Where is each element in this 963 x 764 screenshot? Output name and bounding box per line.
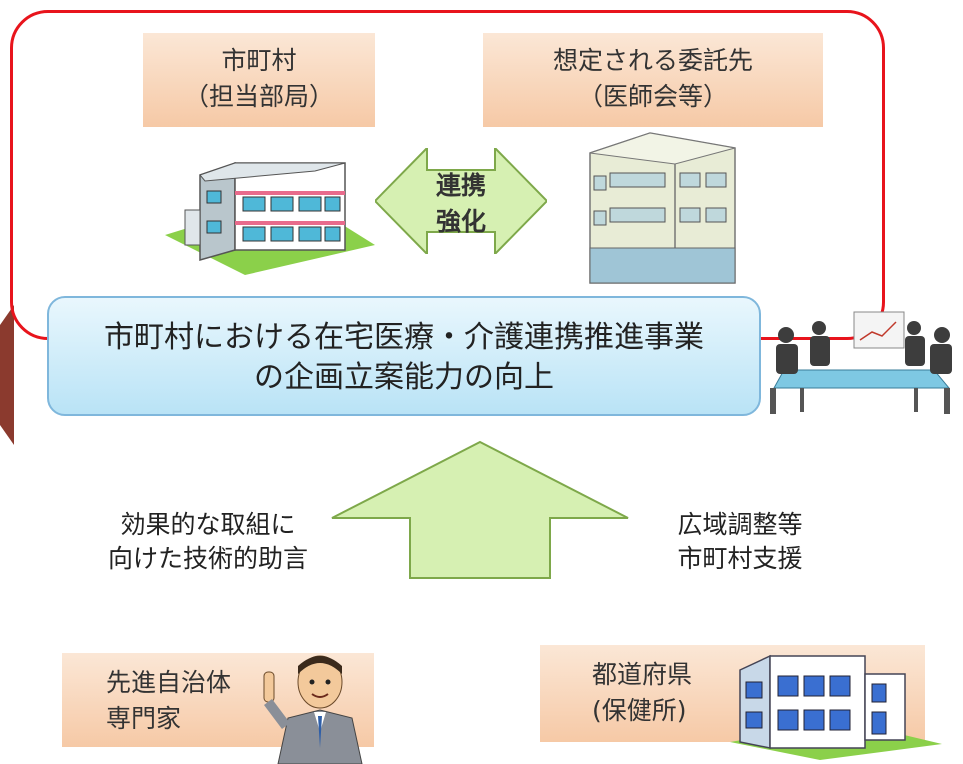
regional-support-line2: 市町村支援 [677, 544, 803, 573]
experts-line2: 専門家 [106, 704, 182, 733]
goal-box: 市町村における在宅医療・介護連携推進事業 の企画立案能力の向上 [47, 296, 761, 416]
technical-advice-line1: 効果的な取組に [120, 510, 296, 539]
side-arrow-shape [0, 305, 14, 445]
technical-advice-text: 効果的な取組に 向けた技術的助言 [78, 508, 338, 576]
health-center-building-icon [730, 654, 942, 760]
prefecture-line2: (保健所) [592, 696, 687, 725]
goal-line1: 市町村における在宅医療・介護連携推進事業 [104, 320, 704, 355]
contractor-line2: （医師会等） [577, 82, 728, 111]
support-up-arrow [331, 440, 629, 579]
contractor-line1: 想定される委託先 [552, 46, 753, 75]
municipal-building-icon [165, 161, 375, 275]
link-arrow [375, 148, 547, 254]
expert-person-icon [263, 655, 363, 764]
office-building-icon [589, 132, 736, 284]
experts-line1: 先進自治体 [106, 668, 232, 697]
link-line1: 連携 [435, 171, 486, 200]
regional-support-text: 広域調整等 市町村支援 [650, 508, 830, 576]
municipality-line2: （担当部局） [183, 82, 334, 111]
municipality-label: 市町村 （担当部局） [143, 33, 375, 127]
technical-advice-line2: 向けた技術的助言 [107, 544, 308, 573]
goal-line2: の企画立案能力の向上 [254, 360, 554, 395]
link-line2: 強化 [435, 207, 486, 236]
regional-support-line1: 広域調整等 [677, 510, 803, 539]
meeting-icon [770, 311, 952, 414]
municipality-line1: 市町村 [221, 46, 297, 75]
prefecture-line1: 都道府県 [592, 660, 693, 689]
contractor-label: 想定される委託先 （医師会等） [483, 33, 823, 127]
link-label: 連携 強化 [420, 168, 502, 240]
